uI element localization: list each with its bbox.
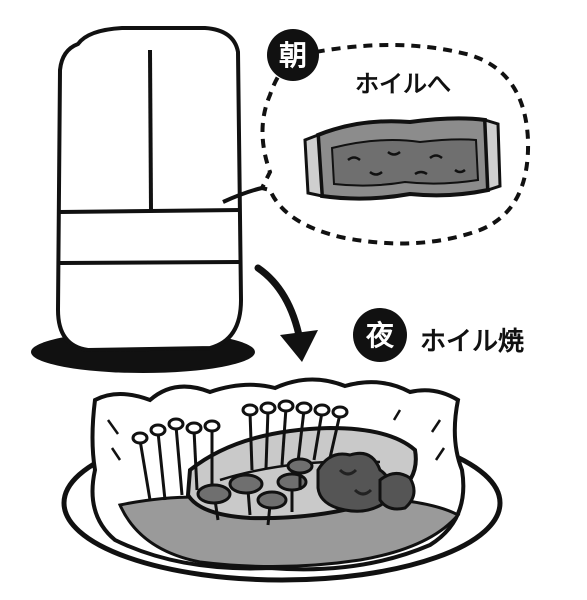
foil-mark-1 — [106, 419, 120, 435]
night-badge-circle — [353, 308, 407, 362]
curved-arrow-head — [280, 330, 318, 362]
foil-squiggle-4 — [369, 170, 383, 176]
foil-packet — [303, 116, 502, 201]
night-badge-label: 夜 — [365, 319, 395, 352]
fridge-door-split — [148, 49, 153, 211]
morning-caption: ホイルへ — [355, 70, 451, 98]
foil-mark-4 — [434, 447, 446, 461]
fridge-drawer-line-1 — [59, 208, 241, 214]
shimeji-mushrooms — [196, 457, 314, 526]
night-label: 夜 ホイル焼 — [353, 308, 524, 362]
foil-packet-inner — [330, 138, 480, 187]
foil-packet-left-fold — [303, 132, 324, 198]
foil-squiggle-2 — [387, 150, 401, 156]
curved-arrow — [254, 264, 318, 362]
enoki-mushrooms-right — [241, 399, 349, 471]
foil-squiggle-5 — [414, 170, 428, 176]
foil-mark-2 — [110, 447, 122, 461]
foil-dish — [90, 377, 466, 572]
foil-mark-5 — [392, 409, 402, 421]
morning-badge-label: 朝 — [279, 39, 307, 72]
fridge-pointer-line — [222, 186, 263, 204]
foil-packet-right-fold — [483, 117, 502, 193]
night-caption: ホイル焼 — [420, 327, 524, 357]
dark-mushrooms — [316, 451, 416, 513]
foil-squiggle-3 — [429, 154, 443, 160]
foil-mark-3 — [430, 419, 442, 433]
morning-bubble: 朝 ホイルへ — [259, 29, 531, 246]
morning-badge-circle — [267, 29, 319, 81]
foil-squiggle-1 — [347, 156, 361, 162]
fridge-drawer-line-2 — [59, 260, 241, 265]
foil-squiggle-6 — [454, 168, 466, 174]
curved-arrow-shaft — [254, 264, 304, 344]
refrigerator — [31, 26, 263, 373]
enoki-mushrooms-left — [131, 417, 221, 501]
